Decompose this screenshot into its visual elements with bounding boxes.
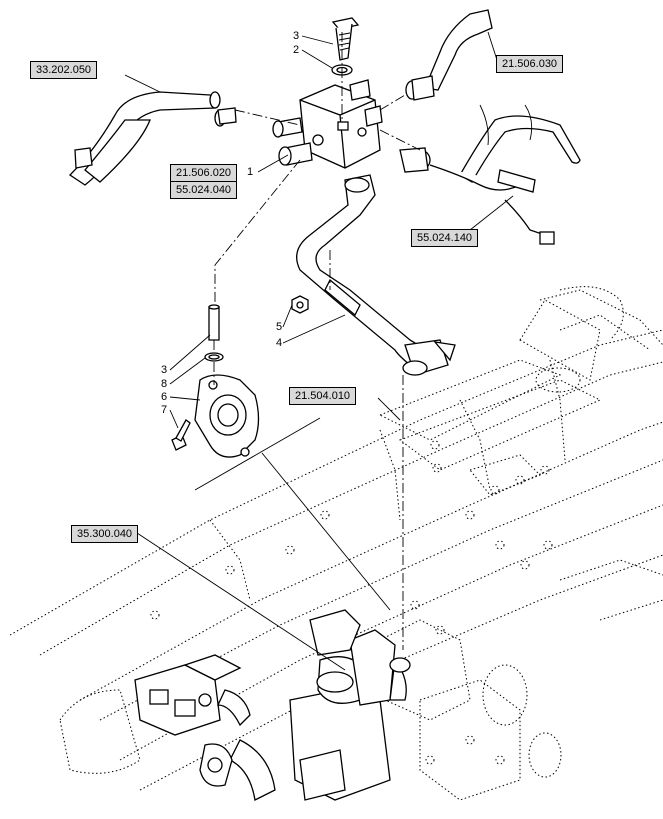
left-pipe	[68, 91, 237, 186]
callout-5: 5	[276, 321, 283, 333]
callout-3-top: 3	[293, 30, 300, 42]
right-wiring-harness	[399, 104, 581, 245]
callout-2-top: 2	[293, 44, 300, 56]
flange-bolt	[171, 419, 191, 451]
top-bolt	[331, 17, 360, 61]
ref-box-55-024-040[interactable]: 55.024.040	[170, 181, 238, 199]
shaft-pin	[208, 304, 220, 341]
tractor-frame-outline	[9, 286, 663, 801]
o-ring	[204, 352, 224, 362]
callout-3-mid: 3	[161, 364, 168, 376]
callout-4: 4	[276, 337, 283, 349]
ref-box-21-504-010[interactable]: 21.504.010	[289, 387, 357, 405]
ref-box-21-506-020[interactable]: 21.506.020	[170, 164, 238, 182]
section-line	[194, 417, 321, 491]
callout-7: 7	[161, 404, 168, 416]
lower-valve-assembly	[134, 609, 411, 801]
section-line	[261, 452, 391, 611]
top-valve-block	[272, 79, 383, 169]
leader-lines	[124, 31, 514, 671]
ref-box-21-506-030[interactable]: 21.506.030	[496, 55, 564, 73]
flange-plate	[194, 374, 260, 458]
callout-8: 8	[161, 378, 168, 390]
ref-box-55-024-140[interactable]: 55.024.140	[411, 229, 479, 247]
alignment-centerlines	[213, 32, 421, 650]
hex-nut	[291, 295, 309, 314]
frame-bolt-holes	[150, 440, 553, 765]
right-top-pipe	[405, 9, 493, 101]
callout-1: 1	[247, 166, 254, 178]
ref-box-35-300-040[interactable]: 35.300.040	[71, 525, 139, 543]
bent-pipe	[296, 174, 456, 376]
ref-box-33-202-050[interactable]: 33.202.050	[30, 61, 98, 79]
callout-6: 6	[161, 391, 168, 403]
